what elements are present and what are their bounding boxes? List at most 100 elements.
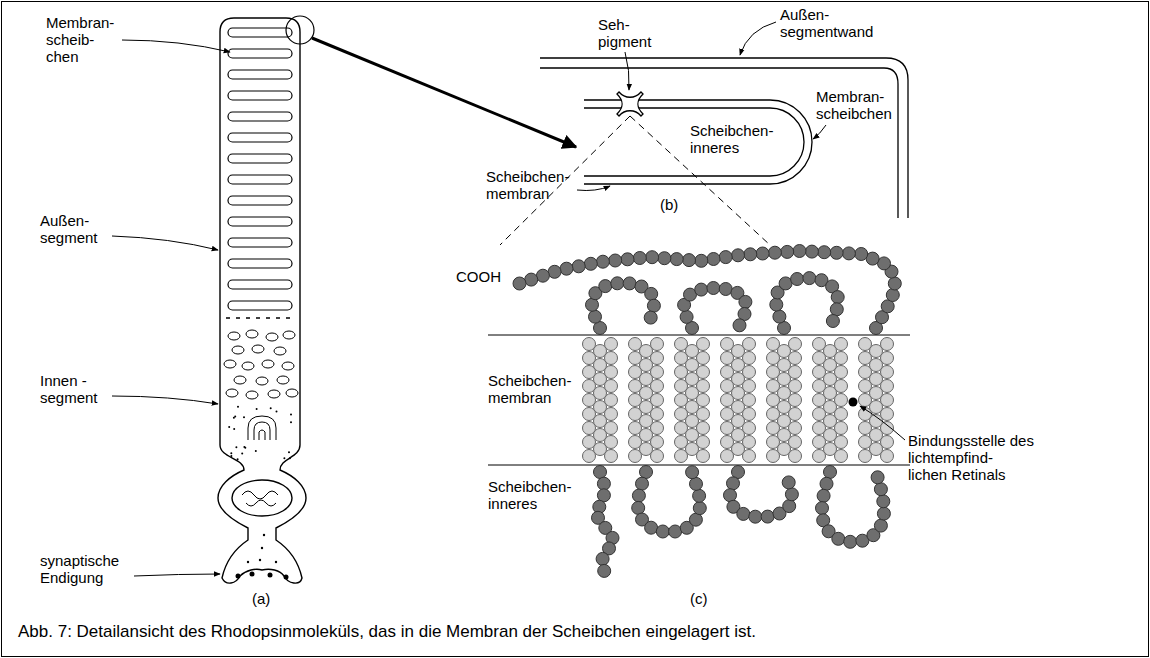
amino-acid-chain <box>513 245 901 578</box>
golgi <box>248 416 276 440</box>
cytoplasm-dot <box>237 406 239 408</box>
mitochondrion <box>256 377 268 385</box>
amino-acid <box>781 245 794 258</box>
amino-acid <box>831 291 844 304</box>
mitochondrion <box>283 331 295 339</box>
mitochondrion <box>262 360 274 368</box>
leader-line <box>625 52 629 90</box>
amino-acid <box>596 255 609 268</box>
zoom-arrow <box>312 38 576 147</box>
amino-acid <box>791 273 804 286</box>
membrane-boundaries <box>488 335 910 465</box>
helix-residue <box>675 450 688 463</box>
amino-acid <box>727 477 740 490</box>
amino-acid <box>632 489 645 502</box>
leader-line <box>134 574 220 576</box>
helix-residue <box>743 450 756 463</box>
mitochondrion <box>224 360 236 368</box>
leader-line <box>813 125 826 139</box>
amino-acid <box>817 489 830 502</box>
leader-lines <box>112 40 230 576</box>
cytoplasm-dot <box>237 458 239 460</box>
membrane-line <box>488 335 910 336</box>
membrane-disc <box>228 70 292 79</box>
amino-acid <box>871 471 884 484</box>
amino-acid <box>886 289 899 302</box>
amino-acid <box>636 477 649 490</box>
figure-caption: Abb. 7: Detailansicht des Rhodopsinmolek… <box>18 622 756 642</box>
amino-acid <box>874 483 887 496</box>
amino-acid <box>584 257 597 270</box>
amino-acid <box>560 262 573 275</box>
part-label: Scheibchen- inneres <box>690 122 782 156</box>
amino-acid <box>749 510 762 523</box>
amino-acid <box>830 303 843 316</box>
amino-acid <box>669 525 682 538</box>
amino-acid <box>824 466 837 479</box>
amino-acid <box>888 277 901 290</box>
amino-acid <box>737 507 750 520</box>
cilium-junction <box>226 317 294 318</box>
leader-line <box>577 186 610 191</box>
membrane-disc <box>228 133 292 142</box>
part-label: Membran- scheibchen <box>816 88 898 122</box>
part-label: (b) <box>660 196 678 213</box>
helix-residue <box>651 450 664 463</box>
helix-residue <box>835 450 848 463</box>
cytoplasm-dot <box>243 416 245 418</box>
amino-acid <box>739 295 752 308</box>
membrane-disc <box>228 28 292 37</box>
amino-acid <box>596 552 609 565</box>
helix-residue <box>859 450 872 463</box>
mitochondrion <box>232 346 244 354</box>
amino-acid <box>785 488 798 501</box>
amino-acid <box>877 507 890 520</box>
cytoplasm-dot <box>228 426 230 428</box>
amino-acid <box>695 283 708 296</box>
helix-residue <box>629 450 642 463</box>
cytoplasm-dot <box>235 446 237 448</box>
membrane-disc <box>228 280 292 289</box>
amino-acid <box>744 248 757 261</box>
membrane-disc <box>228 259 292 268</box>
helix-residue <box>605 450 618 463</box>
amino-acid <box>513 277 526 290</box>
part-label: COOH <box>456 268 501 285</box>
membrane-disc <box>228 49 292 58</box>
mitochondrion <box>228 332 240 340</box>
amino-acid <box>693 489 706 502</box>
amino-acid <box>689 513 702 526</box>
amino-acid <box>623 277 636 290</box>
leader-line <box>112 236 218 250</box>
amino-acid <box>690 477 703 490</box>
cytoplasm-dot <box>230 452 232 454</box>
part-label: Bindungsstelle des lichtempfind- lichen … <box>908 432 1034 483</box>
amino-acid <box>877 495 890 508</box>
amino-acid <box>818 246 831 259</box>
cytoplasm-dots <box>228 406 292 580</box>
helix-residue <box>789 450 802 463</box>
outer-segment-wall <box>540 58 908 218</box>
cytoplasm-dot <box>241 453 243 455</box>
mitochondrion <box>246 391 258 399</box>
amino-acid <box>656 525 669 538</box>
amino-acid <box>820 477 833 490</box>
amino-acid <box>803 272 816 285</box>
mitochondrion <box>277 376 289 384</box>
leader-line <box>860 406 905 440</box>
retinal-binding-site <box>849 398 858 407</box>
mitochondrion <box>234 376 246 384</box>
part-label: Seh- pigment <box>598 16 660 50</box>
amino-acid <box>782 476 795 489</box>
part-label: Außen- segment <box>40 212 110 246</box>
amino-acid <box>646 251 659 264</box>
part-label: Scheibchen- membran <box>488 372 580 406</box>
amino-acid <box>761 510 774 523</box>
cytoplasm-dot <box>230 455 232 457</box>
amino-acid <box>783 500 796 513</box>
amino-acid <box>826 315 839 328</box>
cytoplasm-dot <box>290 421 292 423</box>
part-label: Membran- scheib- chen <box>46 14 120 65</box>
